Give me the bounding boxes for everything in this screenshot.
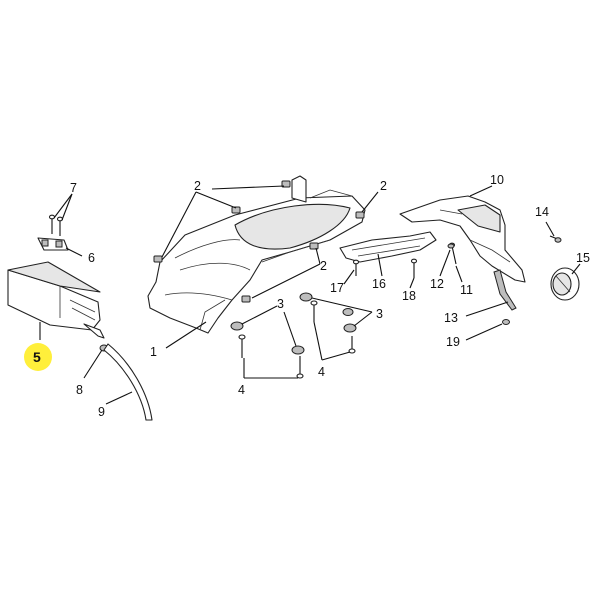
callout-13[interactable]: 13 [444, 311, 458, 325]
part-10-fender-holder[interactable] [399, 195, 526, 283]
part-18-screw[interactable] [410, 258, 418, 278]
callout-7[interactable]: 7 [70, 181, 77, 195]
part-2-clips[interactable] [153, 180, 365, 303]
part-16-cover[interactable] [339, 231, 437, 263]
callout-4-left[interactable]: 4 [238, 383, 245, 397]
callout-3-right[interactable]: 3 [376, 307, 383, 321]
callout-labels: 1 2 2 2 3 3 4 4 5 6 7 8 9 10 11 12 13 14… [33, 173, 590, 419]
callout-6[interactable]: 6 [88, 251, 95, 265]
callout-11[interactable]: 11 [460, 283, 473, 297]
callout-8[interactable]: 8 [76, 383, 83, 397]
part-12-nut[interactable] [447, 243, 455, 249]
part-14-bolt[interactable] [549, 235, 562, 243]
callout-3-left[interactable]: 3 [277, 297, 284, 311]
callout-5[interactable]: 5 [33, 349, 41, 365]
callout-17[interactable]: 17 [330, 281, 344, 295]
callout-2-right[interactable]: 2 [380, 179, 387, 193]
part-15-reflector[interactable] [550, 267, 580, 301]
callout-9[interactable]: 9 [98, 405, 105, 419]
callout-19[interactable]: 19 [446, 335, 460, 349]
callout-12[interactable]: 12 [430, 277, 444, 291]
part-4-screws[interactable] [238, 300, 356, 379]
callout-2-top[interactable]: 2 [194, 179, 201, 193]
part-3-grommets[interactable] [230, 292, 357, 355]
part-19-nut[interactable] [502, 319, 510, 325]
callout-10[interactable]: 10 [490, 173, 504, 187]
callout-4-right[interactable]: 4 [318, 365, 325, 379]
part-7-screws[interactable] [48, 214, 64, 236]
callout-16[interactable]: 16 [372, 277, 386, 291]
leader-lines [39, 185, 581, 405]
part-6-bracket[interactable] [37, 237, 69, 251]
callout-18[interactable]: 18 [402, 289, 416, 303]
part-5-storage-box[interactable] [7, 261, 105, 339]
part-9-hose[interactable] [103, 343, 153, 421]
part-1-rear-undertray[interactable] [147, 175, 366, 334]
callout-2-middle[interactable]: 2 [320, 259, 327, 273]
part-17-screw[interactable] [352, 259, 360, 276]
callout-14[interactable]: 14 [535, 205, 549, 219]
callout-1[interactable]: 1 [150, 345, 157, 359]
part-13-plate-bracket[interactable] [493, 269, 517, 311]
highlight-marker-part-5[interactable] [24, 343, 52, 371]
callout-15[interactable]: 15 [576, 251, 590, 265]
